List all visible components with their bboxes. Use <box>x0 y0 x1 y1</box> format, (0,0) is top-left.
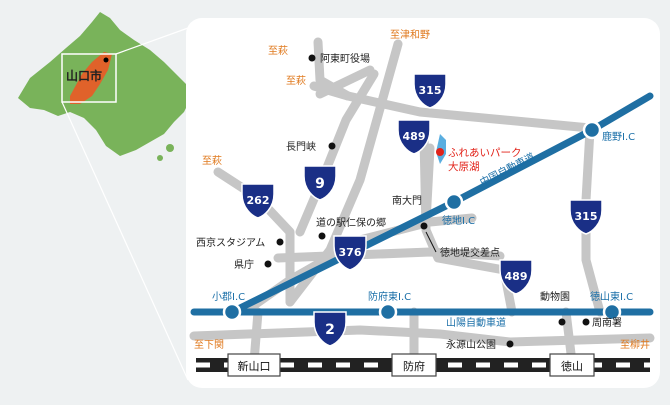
island <box>166 144 174 152</box>
route-9-label: 9 <box>315 176 325 192</box>
road-hagi-3 <box>315 65 375 99</box>
inset-frame <box>61 53 117 103</box>
station-hofu: 防府 <box>403 359 425 373</box>
dot-kencho <box>264 260 272 268</box>
route-2: 2 <box>313 311 347 347</box>
ic-ogori-label: 小郡I.C <box>212 291 245 303</box>
route-315-south-label: 315 <box>575 210 598 223</box>
ic-ogori-marker <box>222 302 242 322</box>
ic-hofu-higashi-marker <box>378 302 398 322</box>
label-shunan-police: 周南署 <box>592 316 622 329</box>
ic-tokuji-label: 徳地I.C <box>442 214 475 227</box>
city-dot <box>103 57 109 63</box>
label-tokuji-tsutsumi: 徳地堤交差点 <box>440 246 500 259</box>
dest-hagi-1: 至萩 <box>268 45 288 57</box>
ic-tokuyama-higashi-label: 徳山東I.C <box>590 290 633 303</box>
station-shinyamaguchi-box <box>227 353 281 377</box>
dot-michinoeki <box>318 232 326 240</box>
station-shinyamaguchi: 新山口 <box>238 359 271 373</box>
destination-line2: 大原湖 <box>448 160 480 173</box>
tokuji-tsutsumi-leader <box>425 231 437 253</box>
route-shields: 315 489 9 262 376 315 489 2 <box>241 73 603 347</box>
dot-shunan-police <box>582 318 590 326</box>
place-dots <box>264 54 590 348</box>
route-489-north: 489 <box>397 119 431 155</box>
route-262-label: 262 <box>247 194 270 207</box>
labels: 至津和野 至萩 至萩 至萩 至下関 至柳井 阿東町役場 長門峡 南大門 道の駅仁… <box>194 29 650 351</box>
route-489-north-label: 489 <box>403 130 426 143</box>
dot-eigen-park <box>506 340 514 348</box>
ic-tokuji-marker <box>444 192 464 212</box>
label-atou: 阿東町役場 <box>320 52 370 65</box>
island <box>157 155 163 161</box>
route-489-south: 489 <box>499 259 533 295</box>
label-seikyo-stadium: 西京スタジアム <box>196 236 265 249</box>
ic-tokuyama-higashi-marker <box>602 302 622 322</box>
prefecture-shape <box>18 12 192 156</box>
city-label: 山口市 <box>66 68 102 83</box>
dot-minamidaimon <box>420 222 428 230</box>
yamaguchi-city-shape <box>70 52 112 104</box>
zoom-line <box>61 101 189 381</box>
dest-tsuwano: 至津和野 <box>390 29 430 41</box>
ic-kano-label: 鹿野I.C <box>602 130 635 143</box>
route-2-label: 2 <box>325 322 335 338</box>
route-315-north: 315 <box>413 73 447 109</box>
route-376: 376 <box>333 235 367 271</box>
road-chomonkyo <box>295 69 379 237</box>
sanyo-expressway-label: 山陽自動車道 <box>446 316 506 329</box>
dot-chomonkyo <box>328 142 336 150</box>
station-hofu-box <box>391 353 437 377</box>
prefecture-inset: 山口市 <box>18 12 192 381</box>
label-chomonkyo: 長門峡 <box>286 140 316 153</box>
road-489-north <box>421 143 435 227</box>
station-tokuyama-box <box>549 353 595 377</box>
dot-dobutsuen <box>558 318 566 326</box>
label-minamidaimon: 南大門 <box>392 194 422 207</box>
road-262 <box>213 167 295 307</box>
zoom-line <box>115 27 189 55</box>
destination-dot <box>436 148 444 156</box>
road-national-2 <box>189 325 655 347</box>
dest-shimonoseki: 至下関 <box>194 339 224 351</box>
label-dobutsuen: 動物園 <box>540 290 570 303</box>
route-315-north-label: 315 <box>419 84 442 97</box>
dot-atou <box>308 54 316 62</box>
label-michinoeki: 道の駅仁保の郷 <box>316 216 386 229</box>
route-315-south: 315 <box>569 199 603 235</box>
label-kencho: 県庁 <box>234 258 254 271</box>
dest-yanai: 至柳井 <box>620 338 650 351</box>
interchanges <box>222 120 622 322</box>
station-tokuyama: 徳山 <box>561 360 583 373</box>
road-tokuji-tsutsumi <box>273 247 505 263</box>
ic-kano-marker <box>582 120 602 140</box>
destination-line1: ふれあいパーク <box>448 147 522 159</box>
dot-seikyo-stadium <box>276 238 284 246</box>
route-376-label: 376 <box>339 246 362 259</box>
route-262: 262 <box>241 183 275 219</box>
route-9: 9 <box>303 165 337 201</box>
route-489-south-label: 489 <box>505 270 528 283</box>
label-eigen-park: 永源山公園 <box>446 338 496 351</box>
stations: 新山口 防府 徳山 <box>227 353 595 377</box>
dest-hagi-3: 至萩 <box>202 155 222 167</box>
ic-hofu-higashi-label: 防府東I.C <box>368 290 411 303</box>
dest-hagi-2: 至萩 <box>286 75 306 87</box>
